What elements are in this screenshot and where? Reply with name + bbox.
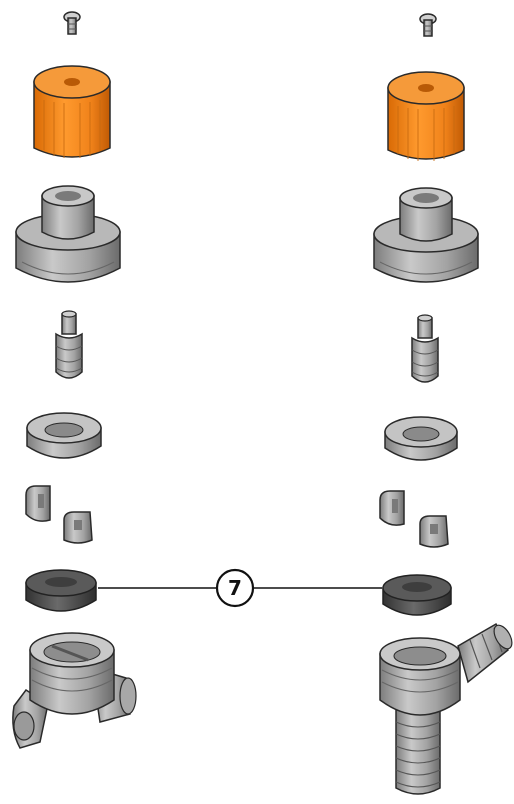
rubber-seal-icon xyxy=(382,574,452,616)
valve-body-tee-icon xyxy=(12,632,137,749)
callout-number: 7 xyxy=(228,576,242,600)
small-screw-icon xyxy=(419,13,437,37)
washer-ring-icon xyxy=(384,416,458,461)
bonnet-nut-icon xyxy=(373,187,479,283)
rubber-seal-icon xyxy=(25,569,97,612)
callout-badge: 7 xyxy=(215,568,255,608)
small-screw-icon xyxy=(63,11,81,35)
orange-handwheel-icon xyxy=(33,65,111,158)
split-clip-icon xyxy=(379,490,449,548)
left-assembly xyxy=(12,11,137,749)
washer-ring-icon xyxy=(26,412,102,459)
right-assembly xyxy=(373,13,513,795)
bonnet-nut-icon xyxy=(15,185,121,283)
orange-handwheel-icon xyxy=(387,71,465,161)
valve-spindle-icon xyxy=(411,314,439,383)
valve-body-elbow-icon xyxy=(379,622,513,795)
valve-spindle-icon xyxy=(55,310,83,379)
split-clip-icon xyxy=(25,485,93,544)
